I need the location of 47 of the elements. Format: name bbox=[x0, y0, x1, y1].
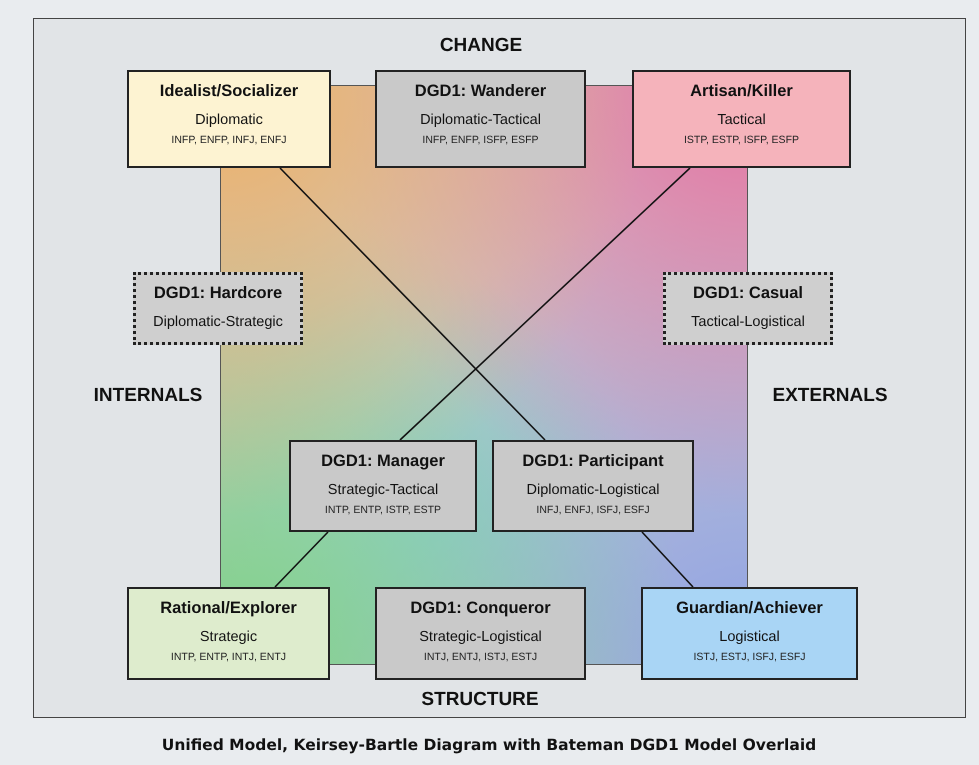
category-box bbox=[663, 272, 833, 345]
type-list: INTP, ENTP, ISTP, ESTP bbox=[324, 504, 442, 516]
type-list: ISTJ, ESTJ, ISFJ, ESFJ bbox=[693, 651, 806, 663]
axis-label: CHANGE bbox=[440, 35, 522, 57]
category-box bbox=[375, 587, 586, 680]
category-box bbox=[375, 70, 586, 168]
node-subtitle: Diplomatic-Strategic bbox=[153, 314, 283, 330]
type-list: INFP, ENFP, INFJ, ENFJ bbox=[171, 134, 287, 146]
type-list: INTJ, ENTJ, ISTJ, ESTJ bbox=[424, 651, 538, 663]
node-title: Artisan/Killer bbox=[690, 82, 793, 101]
type-list: INFP, ENFP, ISFP, ESFP bbox=[422, 134, 539, 146]
node-subtitle: Diplomatic bbox=[195, 112, 263, 128]
caption: Unified Model, Keirsey-Bartle Diagram with Bateman DGD1 Model Overlaid bbox=[162, 736, 816, 754]
node-title: DGD1: Hardcore bbox=[154, 284, 282, 303]
node-title: DGD1: Manager bbox=[321, 452, 445, 471]
axis-label: STRUCTURE bbox=[421, 689, 539, 711]
node-subtitle: Strategic-Tactical bbox=[328, 482, 438, 498]
node-title: Guardian/Achiever bbox=[676, 599, 823, 618]
connector-line bbox=[641, 531, 694, 588]
node-subtitle: Tactical-Logistical bbox=[691, 314, 805, 330]
type-list: ISTP, ESTP, ISFP, ESFP bbox=[684, 134, 799, 146]
node-title: DGD1: Conqueror bbox=[410, 599, 551, 618]
node-subtitle: Diplomatic-Logistical bbox=[526, 482, 660, 498]
type-list: INFJ, ENFJ, ISFJ, ESFJ bbox=[536, 504, 650, 516]
node-subtitle: Strategic bbox=[200, 629, 258, 645]
category-box bbox=[289, 440, 477, 532]
category-box bbox=[127, 70, 331, 168]
category-box bbox=[641, 587, 858, 680]
type-list: INTP, ENTP, INTJ, ENTJ bbox=[170, 651, 286, 663]
node-title: DGD1: Wanderer bbox=[414, 82, 546, 101]
node-subtitle: Diplomatic-Tactical bbox=[420, 112, 541, 128]
node-title: Idealist/Socializer bbox=[160, 82, 298, 101]
node-subtitle: Strategic-Logistical bbox=[419, 629, 542, 645]
connector-line bbox=[279, 167, 546, 441]
category-box bbox=[133, 272, 303, 345]
node-title: DGD1: Participant bbox=[522, 452, 664, 471]
connector-line bbox=[274, 531, 329, 588]
node-subtitle: Logistical bbox=[719, 629, 780, 645]
category-box bbox=[127, 587, 330, 680]
axis-label: INTERNALS bbox=[94, 385, 202, 407]
node-subtitle: Tactical bbox=[717, 112, 766, 128]
category-box bbox=[492, 440, 694, 532]
axis-label: EXTERNALS bbox=[772, 385, 888, 407]
node-title: Rational/Explorer bbox=[160, 599, 297, 618]
node-title: DGD1: Casual bbox=[692, 284, 804, 303]
connector-line bbox=[399, 167, 691, 441]
category-box bbox=[632, 70, 851, 168]
